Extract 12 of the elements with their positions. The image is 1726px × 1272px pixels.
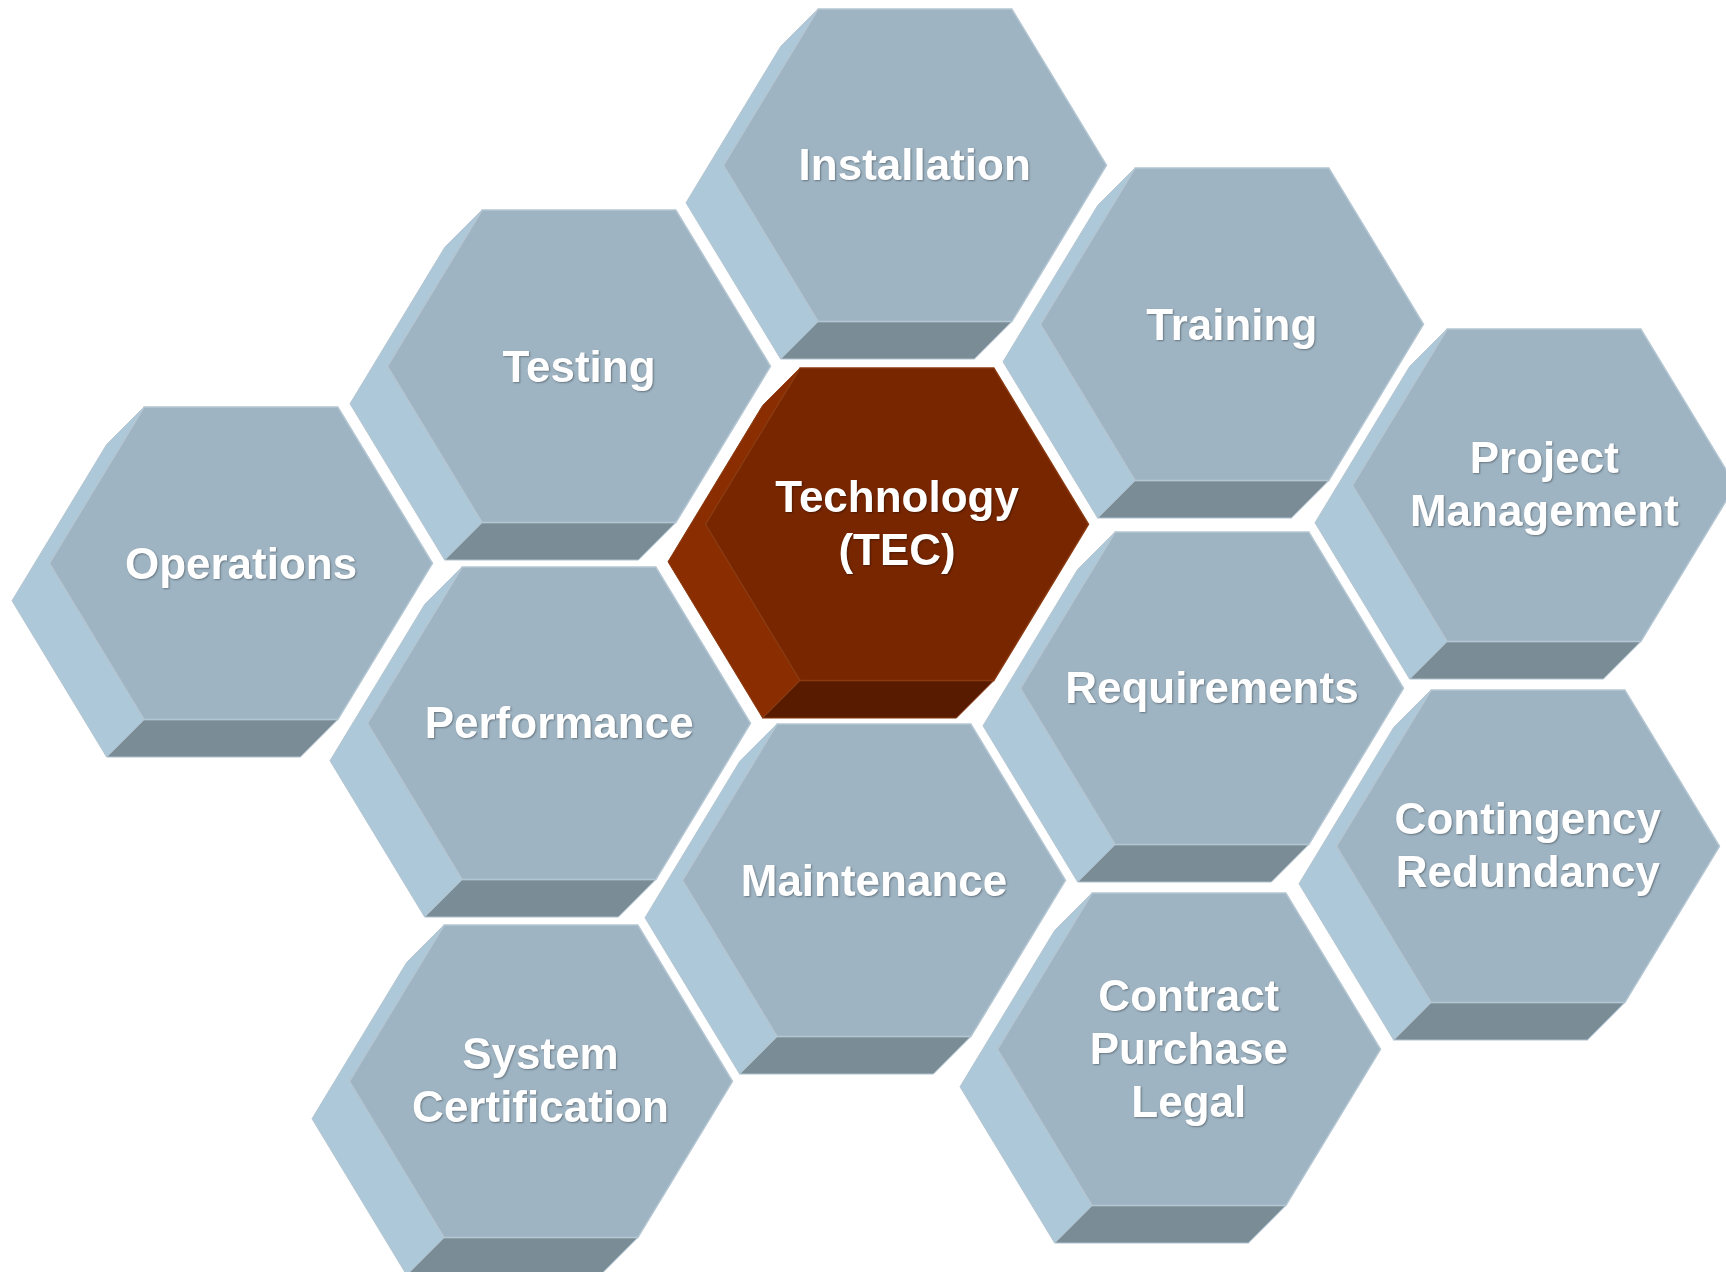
- tile-label: System Certification: [411, 1028, 670, 1133]
- tile-label: Installation: [797, 138, 1032, 191]
- tile-label: Performance: [423, 696, 695, 749]
- tile-label: Operations: [123, 537, 359, 590]
- tile-label: Maintenance: [739, 854, 1009, 907]
- tile-label: Requirements: [1064, 661, 1360, 714]
- tile-label: Testing: [501, 340, 657, 393]
- tile-label: Technology (TEC): [774, 471, 1020, 576]
- tile-label: Training: [1145, 298, 1319, 351]
- tile-label: Contingency Redundancy: [1393, 793, 1663, 899]
- tile-label: Project Management: [1408, 432, 1680, 538]
- tile-label: Contract Purchase Legal: [1088, 969, 1289, 1128]
